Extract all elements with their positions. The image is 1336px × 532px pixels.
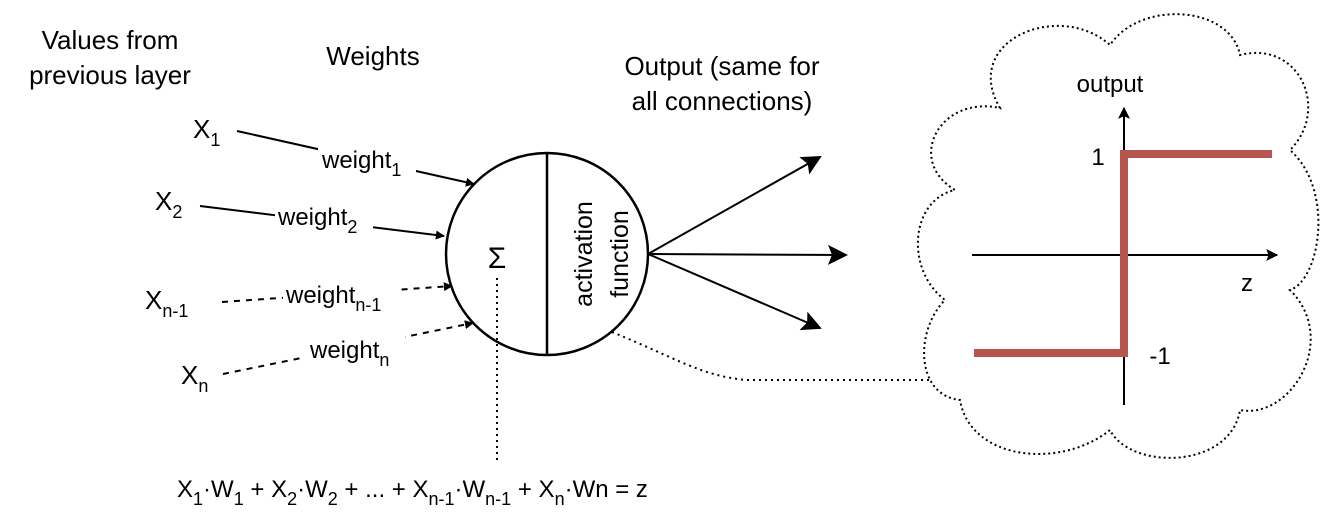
activation-cloud	[916, 13, 1320, 459]
output-arrow-middle	[647, 244, 848, 265]
values-label-line2: previous layer	[29, 60, 191, 90]
weightn-bg	[305, 336, 405, 368]
output-label-line2: all connections)	[632, 86, 813, 116]
weight-1-label: weight1	[321, 147, 401, 180]
tick-label-low: -1	[1149, 343, 1170, 370]
output-label-line1: Output (same for	[624, 51, 819, 81]
activation-text: activation	[570, 201, 598, 307]
output-arrow-top	[647, 156, 822, 255]
input-x1: X1	[193, 114, 220, 150]
input-xn-1: Xn-1	[145, 285, 188, 321]
x-axis-label: z	[1241, 270, 1253, 297]
formula: X1·W1 + X2·W2 + ... + Xn-1·Wn-1 + Xn·Wn …	[177, 476, 648, 509]
sigma-symbol: Σ	[488, 242, 507, 275]
weight-n-label: weightn	[309, 337, 389, 370]
values-label-line1: Values from	[42, 25, 179, 55]
step-function-line	[974, 150, 1272, 357]
tick-label-high: 1	[1091, 144, 1104, 171]
function-text: function	[606, 210, 634, 298]
connection-line-n-1	[221, 282, 453, 303]
input-x2: X2	[155, 186, 182, 222]
weight1-bg	[318, 146, 416, 176]
activation-connector	[611, 331, 950, 381]
output-arrow-bottom	[647, 253, 822, 331]
weight-n-1-label: weightn-1	[285, 282, 381, 315]
y-axis-label: output	[1077, 71, 1144, 98]
activation-function-label: activation function	[570, 201, 634, 307]
weight2-bg	[275, 202, 373, 234]
weightn1-bg	[283, 280, 401, 312]
weight-2-label: weight2	[277, 204, 357, 237]
input-xn: Xn	[181, 360, 208, 396]
weights-label: Weights	[326, 41, 419, 71]
